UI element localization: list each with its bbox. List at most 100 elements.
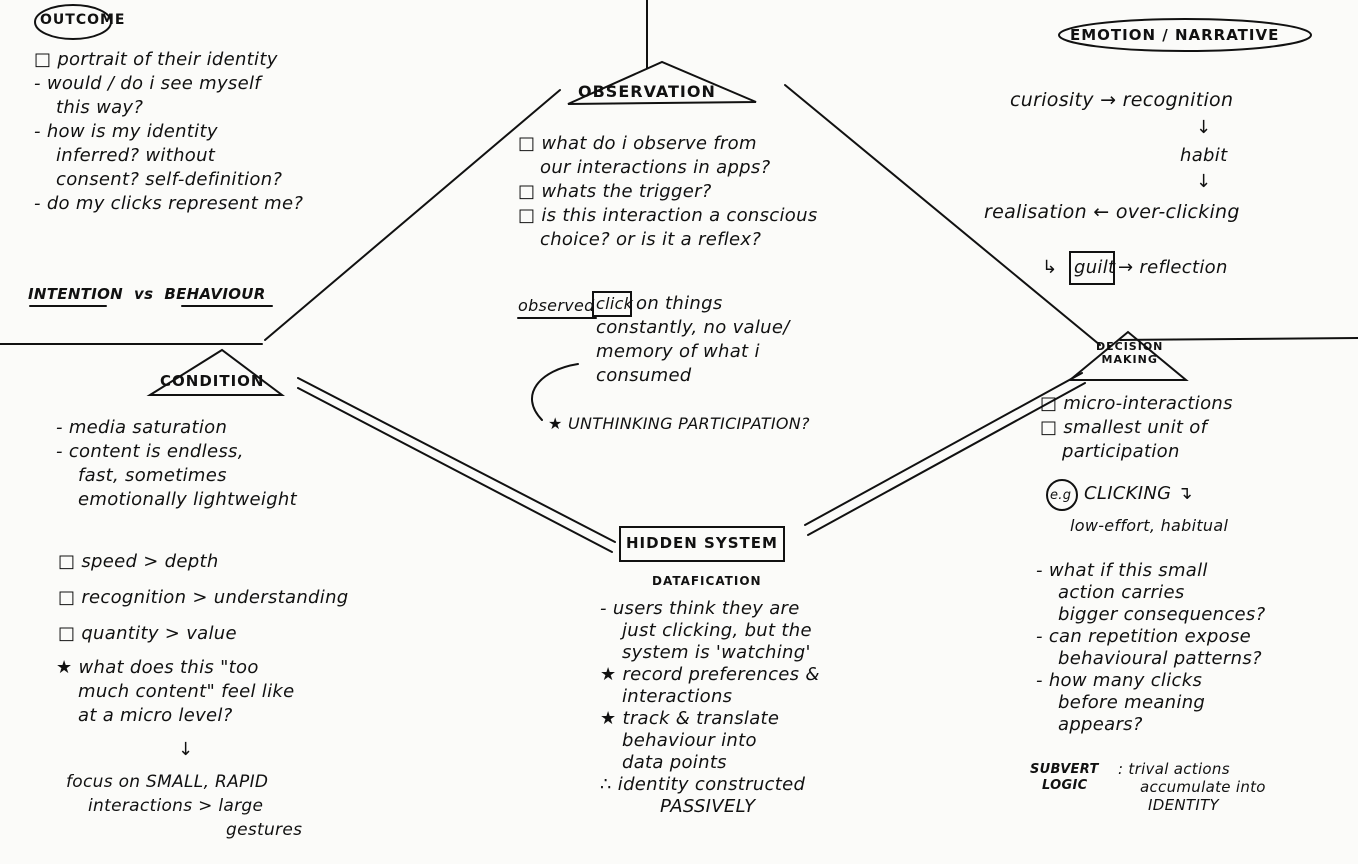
eg-label: e.g [1050,488,1072,503]
condition-line: - media saturation [56,417,228,438]
decision-questions: - what if this small action carries bigg… [1036,560,1265,736]
decision-line: participation [1062,441,1180,462]
hidden-system-notes: - users think they are just clicking, bu… [600,598,820,818]
condition-line: fast, sometimes [78,465,227,486]
decision-triangle [1067,330,1189,381]
observed-line: memory of what i [596,341,760,362]
observed-notes: constantly, no value/ memory of what i c… [596,316,790,388]
condition-line: interactions > large [88,796,264,816]
condition-notes: - media saturation - content is endless,… [56,416,297,512]
left-upper-diagonal [264,89,561,341]
hidden-line: ★ record preferences & [600,664,820,685]
decision-title: DECISION MAKING [1096,340,1163,366]
eg-circle [1046,479,1078,511]
decision-line: □ smallest unit of [1040,417,1208,438]
right-upper-diagonal [784,84,1101,346]
outcome-line: □ portrait of their identity [34,49,278,70]
curiosity-recognition: curiosity → recognition [1010,89,1234,111]
outcome-line: - do my clicks represent me? [34,193,304,214]
decision-line: - what if this small [1036,560,1208,581]
observation-notes: □ what do i observe from our interaction… [518,132,818,252]
subvert-line: IDENTITY [1148,796,1219,814]
observation-title: OBSERVATION [578,82,716,101]
outcome-line: inferred? without [56,145,216,166]
condition-title: CONDITION [160,372,265,390]
decision-title-line: DECISION [1096,340,1164,353]
condition-check: □ quantity > value [58,623,237,644]
decision-line: □ micro-interactions [1040,393,1233,414]
emotion-oval [1058,18,1312,52]
hidden-line: system is 'watching' [622,642,811,663]
subvert-label: SUBVERT [1030,762,1099,777]
outcome-oval [34,4,112,40]
click-word: click [596,294,634,313]
left-lower-double-1 [297,377,616,543]
hidden-line: PASSIVELY [660,796,756,817]
unthinking-participation: ★ UNTHINKING PARTICIPATION? [548,414,810,433]
observation-line: □ what do i observe from [518,133,757,154]
condition-check: □ recognition > understanding [58,587,349,608]
condition-triangle [146,348,285,396]
decision-line: before meaning [1058,692,1206,713]
hidden-line: - users think they are [600,598,800,619]
condition-line: focus on SMALL, RAPID [66,772,269,792]
hidden-line: just clicking, but the [622,620,812,641]
hidden-system-title: HIDDEN SYSTEM [626,534,778,552]
condition-line: gestures [226,820,303,840]
guilt-arrow: ↳ [1042,257,1058,278]
outcome-line: consent? self-definition? [56,169,283,190]
condition-line: at a micro level? [78,705,233,726]
right-lower-double-2 [807,382,1086,536]
observation-line: □ is this interaction a conscious [518,205,818,226]
condition-checks: □ speed > depth □ recognition > understa… [58,544,349,652]
decision-line: appears? [1058,714,1143,735]
right-lower-double-1 [804,372,1083,526]
subvert-line: : trival actions [1118,760,1230,778]
condition-line: - content is endless, [56,441,244,462]
subvert-line: accumulate into [1140,778,1266,796]
hidden-line: ∴ identity constructed [600,774,806,795]
decision-line: bigger consequences? [1058,604,1266,625]
reflection: → reflection [1118,257,1228,278]
observation-line: choice? or is it a reflex? [540,229,762,250]
behaviour-label: BEHAVIOUR [164,285,266,303]
arrow-down: ↓ [178,739,194,760]
decision-line: action carries [1058,582,1185,603]
condition-question: ★ what does this "too much content" feel… [56,656,295,728]
outcome-line: - how is my identity [34,121,218,142]
subvert-text: : trival actions accumulate into IDENTIT… [1118,760,1266,814]
low-effort: low-effort, habitual [1070,516,1229,535]
outcome-title: OUTCOME [40,12,126,28]
hidden-line: data points [622,752,727,773]
outcome-line: this way? [56,97,144,118]
condition-line: emotionally lightweight [78,489,297,510]
datafication-label: DATAFICATION [652,574,762,588]
subvert-logic: SUBVERT LOGIC [1030,762,1099,794]
guilt-box [1069,251,1115,285]
hidden-system-box [619,526,785,562]
decision-title-line: MAKING [1101,353,1158,366]
subvert-label: LOGIC [1042,778,1088,793]
condition-check: □ speed > depth [58,551,219,572]
observation-line: □ whats the trigger? [518,181,712,202]
hidden-line: behaviour into [622,730,757,751]
decision-notes: □ micro-interactions □ smallest unit of … [1040,392,1233,464]
observed-line: consumed [596,365,692,386]
clicking: CLICKING ↴ [1084,483,1193,504]
guilt: guilt [1074,257,1116,278]
decision-line: behavioural patterns? [1058,648,1262,669]
outcome-line: - would / do i see myself [34,73,261,94]
outcome-notes: □ portrait of their identity - would / d… [34,48,303,216]
observation-triangle [567,60,757,105]
decision-line: - how many clicks [1036,670,1203,691]
emotion-title: EMOTION / NARRATIVE [1070,26,1280,44]
observed-label: observed [518,296,595,315]
observation-line: our interactions in apps? [540,157,771,178]
hidden-line: interactions [622,686,733,707]
observed-line: on things [636,293,723,314]
realisation-overclicking: realisation ← over-clicking [984,201,1240,223]
vs-label: vs [134,285,154,303]
habit: habit [1180,145,1228,166]
condition-focus: focus on SMALL, RAPID interactions > lar… [66,770,302,842]
